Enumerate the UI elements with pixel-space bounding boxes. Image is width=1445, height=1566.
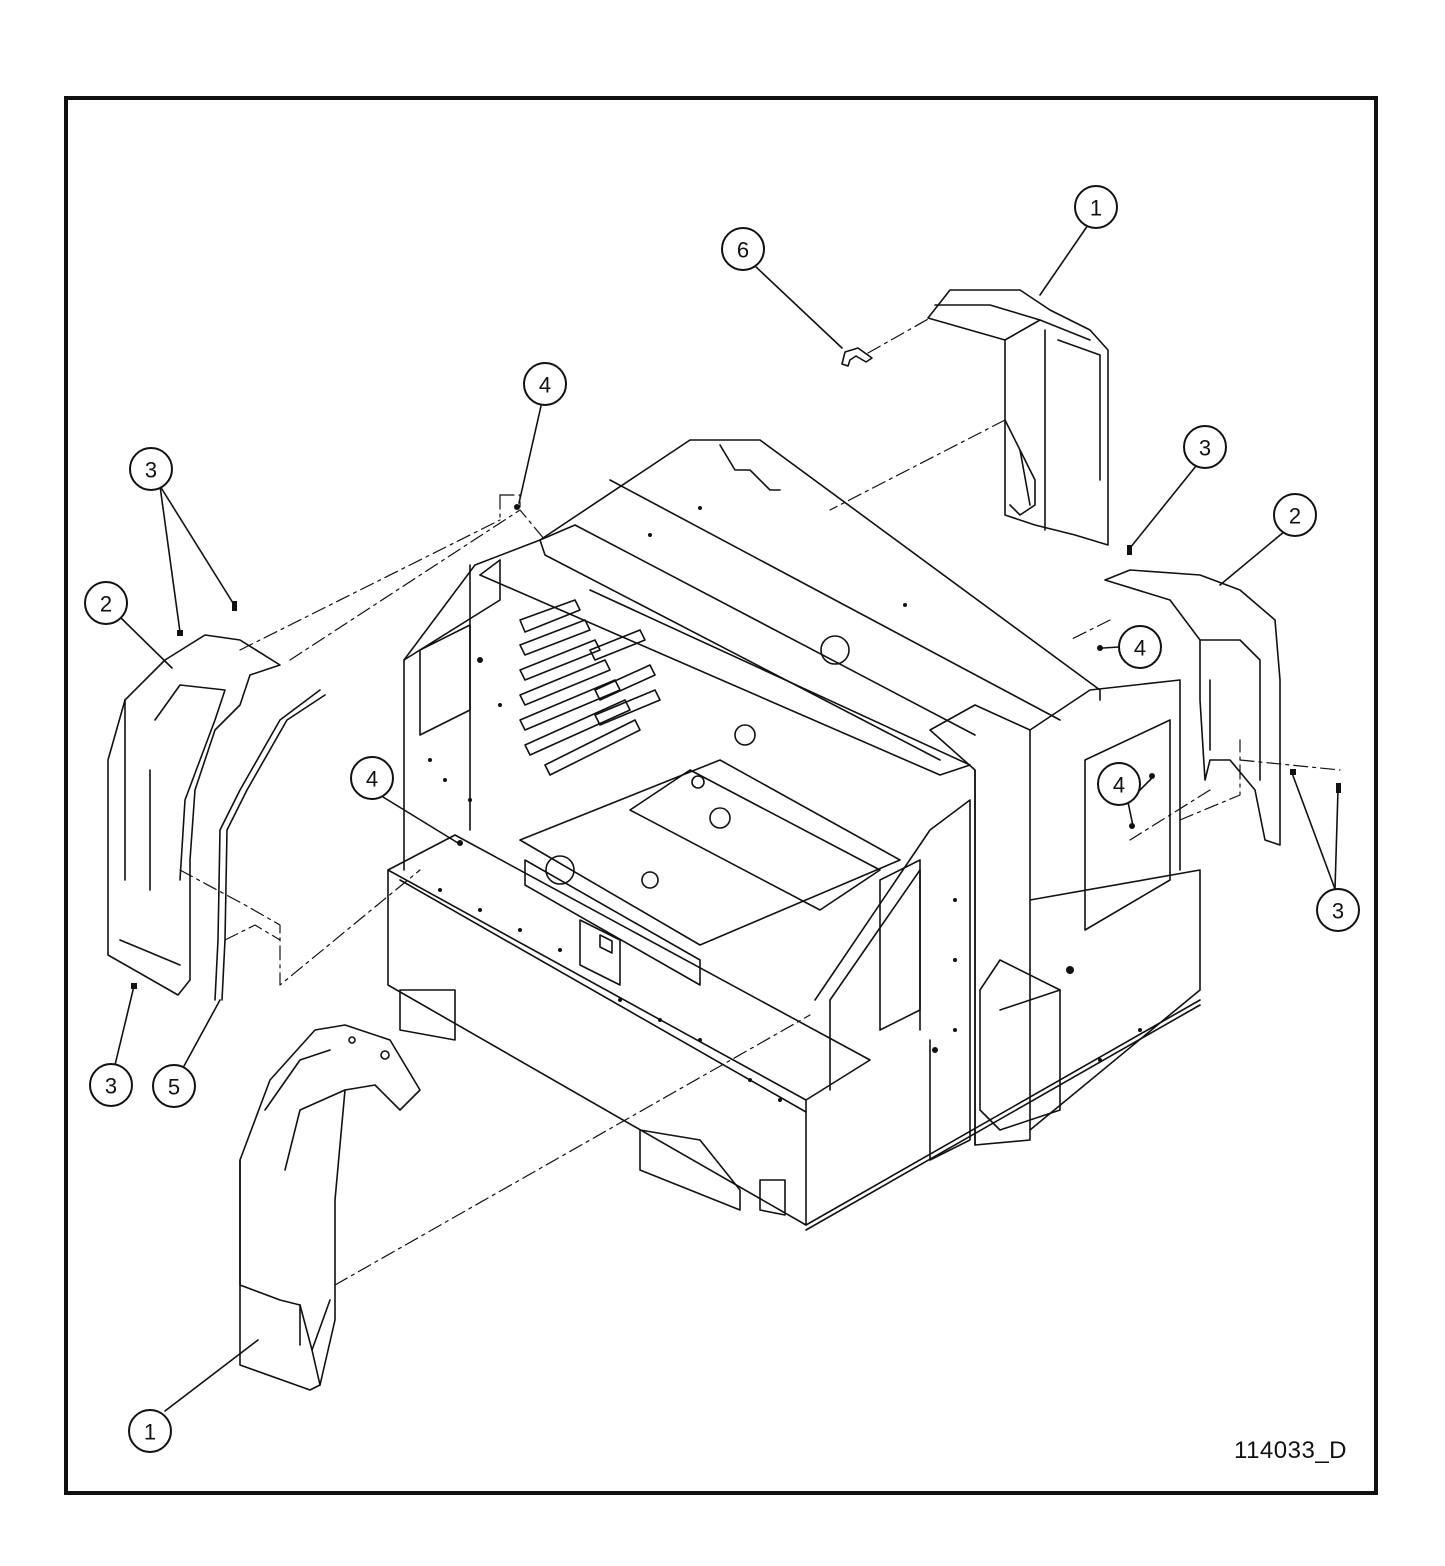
- drawing-border: [64, 96, 1378, 1495]
- callout-labels: 1 1 2 2 3 3 3 3 4 4 4 4 5 6: [100, 196, 1344, 1445]
- callout-3-left-bottom: 3: [105, 1074, 117, 1099]
- callout-bubble: [89, 1063, 133, 1107]
- callout-bubble: [128, 1409, 172, 1453]
- assembly-lines: [179, 317, 1341, 1286]
- callout-bubble: [721, 227, 765, 271]
- part-2-left-shroud: [107, 634, 281, 996]
- callout-1-bottom: 1: [144, 1420, 156, 1445]
- vent-louvres: [519, 599, 661, 776]
- callout-6: 6: [737, 238, 749, 263]
- drawing-number: 114033_D: [1234, 1437, 1347, 1464]
- callout-bubble: [152, 1064, 196, 1108]
- callout-4-left: 4: [366, 767, 378, 792]
- callout-bubbles: [84, 185, 1360, 1453]
- callout-bubble: [350, 756, 394, 800]
- callout-5: 5: [168, 1075, 180, 1100]
- fasteners: [131, 504, 1341, 989]
- callout-bubble: [1316, 888, 1360, 932]
- callout-leaders: [114, 224, 1339, 1412]
- part-5-seal-strip: [214, 689, 326, 1001]
- callout-bubble: [1118, 625, 1162, 669]
- callout-2-right: 2: [1289, 504, 1301, 529]
- callout-4-right-lower: 4: [1113, 773, 1125, 798]
- callout-4-right-upper: 4: [1134, 636, 1146, 661]
- callout-2-left: 2: [100, 592, 112, 617]
- callout-3-right-top: 3: [1199, 436, 1211, 461]
- callout-bubble: [1183, 425, 1227, 469]
- callout-3-right-bottom: 3: [1332, 899, 1344, 924]
- part-1-lower-fender: [239, 1024, 421, 1391]
- part-6-clip: [841, 347, 873, 367]
- main-frame: [387, 439, 1201, 1231]
- part-2-right-shroud: [1104, 569, 1281, 846]
- callout-bubble: [1273, 493, 1317, 537]
- callout-bubble: [1074, 185, 1118, 229]
- callout-bubble: [1097, 762, 1141, 806]
- callout-bubble: [129, 447, 173, 491]
- callout-bubble: [84, 581, 128, 625]
- part-1-upper-fender: [927, 289, 1109, 546]
- callout-4-top: 4: [539, 373, 551, 398]
- callout-bubble: [523, 362, 567, 406]
- callout-3-left-top: 3: [145, 458, 157, 483]
- callout-1-top: 1: [1090, 196, 1102, 221]
